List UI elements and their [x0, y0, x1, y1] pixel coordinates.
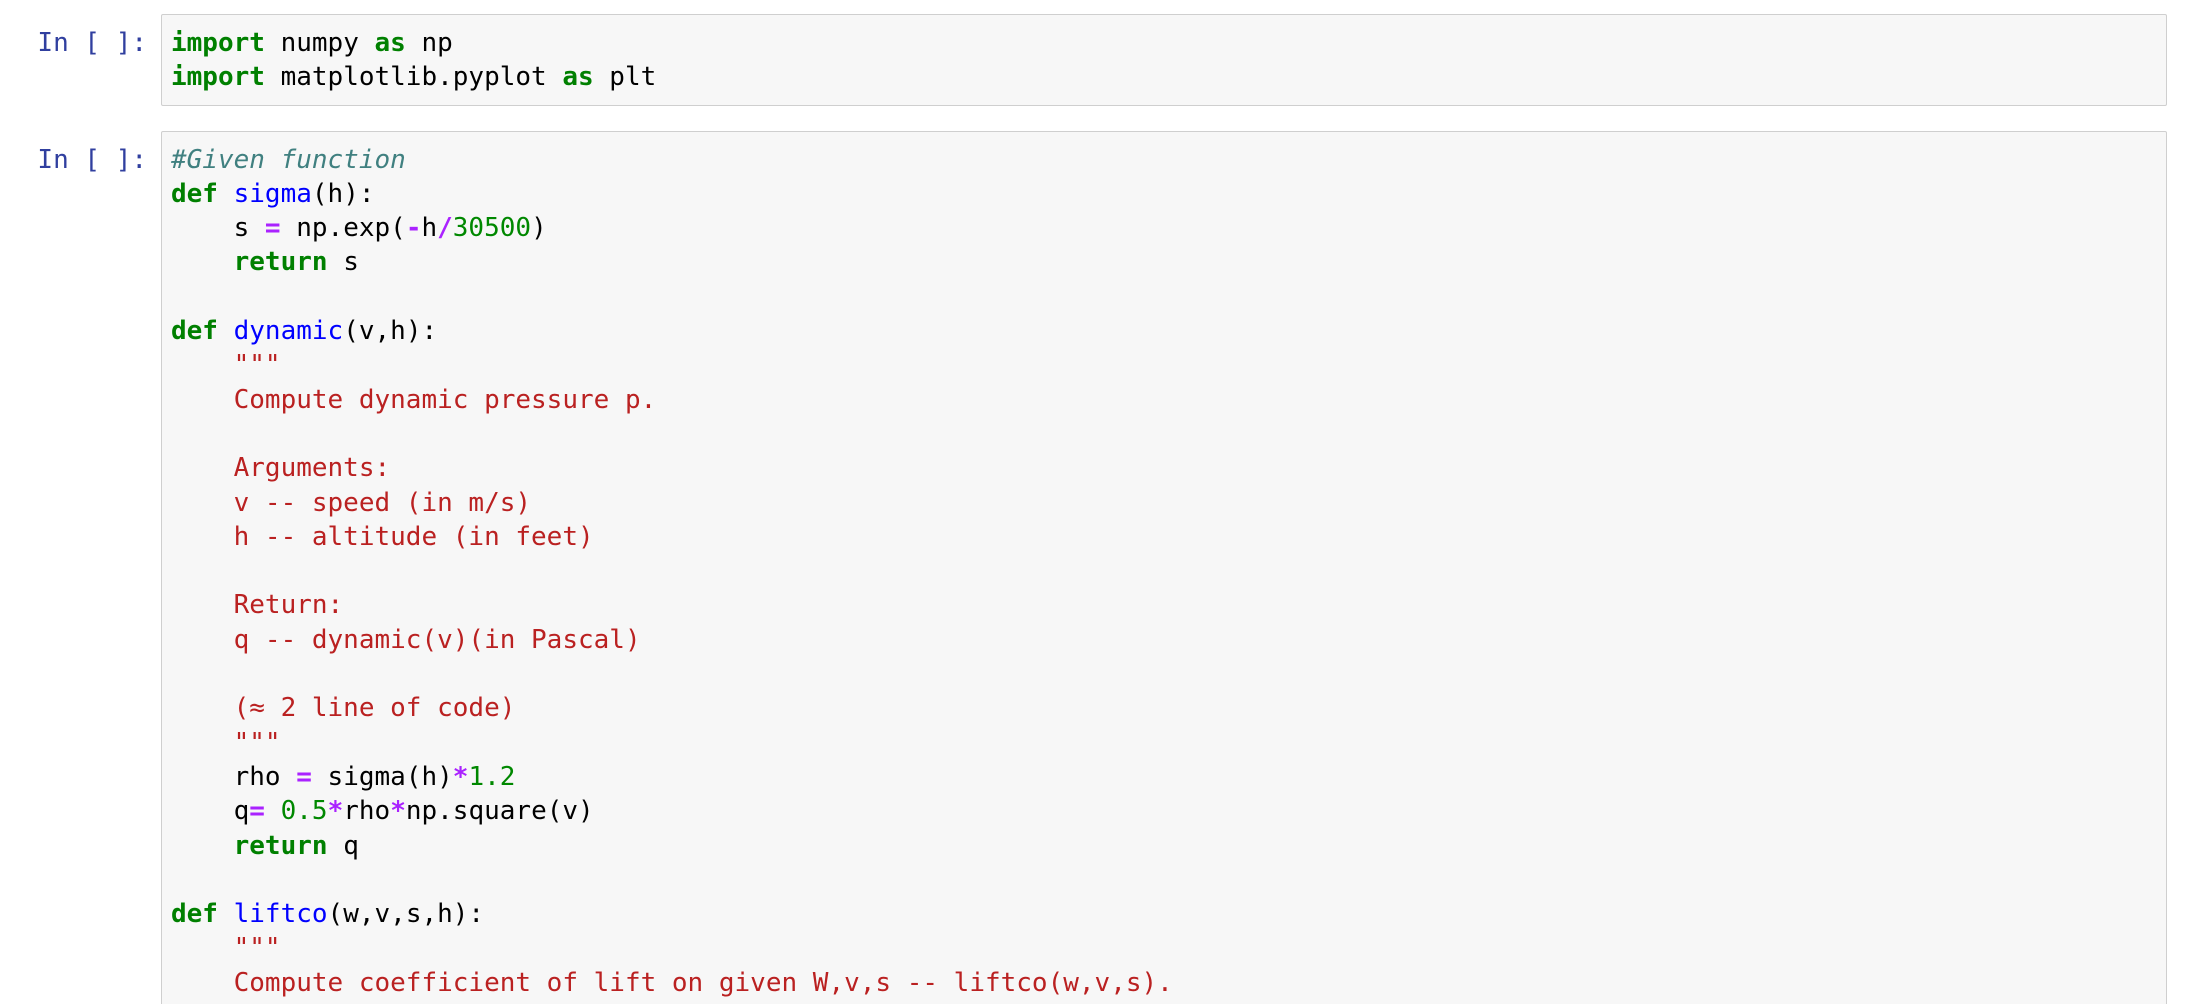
code-line: def sigma(h):: [171, 177, 2158, 211]
code-token-txt: (v,h):: [343, 316, 438, 347]
code-token-txt: s: [327, 247, 359, 278]
code-token-txt: [265, 796, 281, 826]
code-token-txt: np.exp(: [280, 213, 406, 244]
code-token-str: h -- altitude (in feet): [171, 521, 594, 552]
code-token-fn: dynamic: [233, 316, 344, 347]
code-line: v -- speed (in m/s): [171, 486, 2158, 520]
code-line: [171, 417, 2158, 451]
code-token-txt: [171, 247, 234, 277]
code-token-op: =: [296, 761, 312, 792]
code-line: return s: [171, 245, 2158, 279]
code-line: [171, 280, 2158, 314]
code-token-txt: rho: [171, 761, 297, 792]
code-token-txt: s: [171, 213, 265, 244]
code-token-num: 0.5: [280, 796, 328, 827]
code-token-op: *: [327, 796, 344, 827]
code-line: return q: [171, 829, 2158, 863]
code-line: """: [171, 931, 2158, 965]
code-line: Compute dynamic pressure p.: [171, 383, 2158, 417]
code-token-str: """: [171, 933, 281, 964]
code-token-txt: [218, 316, 234, 346]
code-line: import matplotlib.pyplot as plt: [171, 60, 2158, 94]
code-token-txt: h: [421, 213, 438, 244]
code-token-kw: return: [233, 830, 328, 861]
code-token-txt: q: [327, 830, 359, 861]
code-line: Arguments:: [171, 451, 2158, 485]
code-token-txt: (w,v,s,h):: [327, 899, 485, 930]
code-line: #Given function: [171, 143, 2158, 177]
code-token-txt: q: [171, 796, 250, 827]
code-token-fn: sigma: [233, 178, 312, 209]
code-line: q -- dynamic(v)(in Pascal): [171, 623, 2158, 657]
code-line: s = np.exp(-h/30500): [171, 211, 2158, 245]
code-token-num: 30500: [452, 213, 532, 244]
code-token-txt: [218, 179, 234, 209]
code-line: [171, 657, 2158, 691]
code-token-txt: plt: [593, 62, 657, 93]
code-token-txt: np.square(v): [405, 796, 594, 827]
code-token-str: Arguments:: [171, 453, 391, 484]
code-token-str: """: [171, 350, 281, 381]
code-token-txt: np: [405, 28, 453, 58]
code-token-fn: liftco: [233, 899, 328, 930]
code-token-kw: def: [171, 178, 218, 209]
code-token-str: Return:: [171, 590, 344, 621]
code-token-kw: def: [171, 899, 218, 930]
code-token-op: =: [249, 796, 265, 827]
code-line: def liftco(w,v,s,h):: [171, 897, 2158, 931]
code-token-num: 1.2: [468, 761, 516, 792]
code-line: [171, 554, 2158, 588]
code-token-op: *: [452, 761, 469, 792]
code-token-kw: import: [171, 62, 265, 93]
code-token-txt: matplotlib.pyplot: [264, 62, 563, 93]
code-token-op: *: [390, 796, 406, 827]
code-token-op: /: [437, 213, 453, 244]
code-token-op: =: [264, 213, 281, 244]
code-token-co: #Given function: [171, 144, 406, 175]
code-token-kw: return: [233, 247, 328, 278]
code-line: Compute coefficient of lift on given W,v…: [171, 966, 2158, 1000]
code-line: h -- altitude (in feet): [171, 520, 2158, 554]
cell-prompt: In [ ]:: [37, 28, 147, 58]
code-line: [171, 863, 2158, 897]
code-token-kw: as: [562, 62, 594, 93]
code-token-str: Compute coefficient of lift on given W,v…: [171, 967, 1173, 998]
code-token-txt: sigma(h): [311, 761, 453, 792]
code-token-kw: def: [171, 316, 218, 347]
code-token-txt: [218, 899, 234, 929]
code-line: q= 0.5*rho*np.square(v): [171, 794, 2158, 828]
code-token-str: Compute dynamic pressure p.: [171, 384, 657, 415]
code-line: rho = sigma(h)*1.2: [171, 760, 2158, 794]
code-token-str: """: [171, 727, 281, 758]
code-token-txt: numpy: [264, 28, 375, 58]
code-token-txt: (h):: [311, 178, 375, 209]
code-token-txt: ): [531, 213, 547, 244]
code-token-kw: import: [171, 28, 265, 58]
code-token-txt: [171, 831, 234, 861]
code-token-str: (≈ 2 line of code): [171, 693, 516, 724]
code-line: def dynamic(v,h):: [171, 314, 2158, 348]
code-line: """: [171, 348, 2158, 382]
code-token-txt: rho: [343, 796, 391, 827]
code-token-str: v -- speed (in m/s): [171, 487, 532, 518]
code-token-kw: as: [374, 28, 406, 58]
code-token-op: -: [405, 213, 422, 244]
code-token-str: q -- dynamic(v)(in Pascal): [171, 624, 641, 655]
code-line: """: [171, 726, 2158, 760]
cell-prompt: In [ ]:: [37, 144, 147, 175]
code-line: import numpy as np: [171, 26, 2158, 60]
code-line: Return:: [171, 588, 2158, 622]
code-line: (≈ 2 line of code): [171, 691, 2158, 725]
